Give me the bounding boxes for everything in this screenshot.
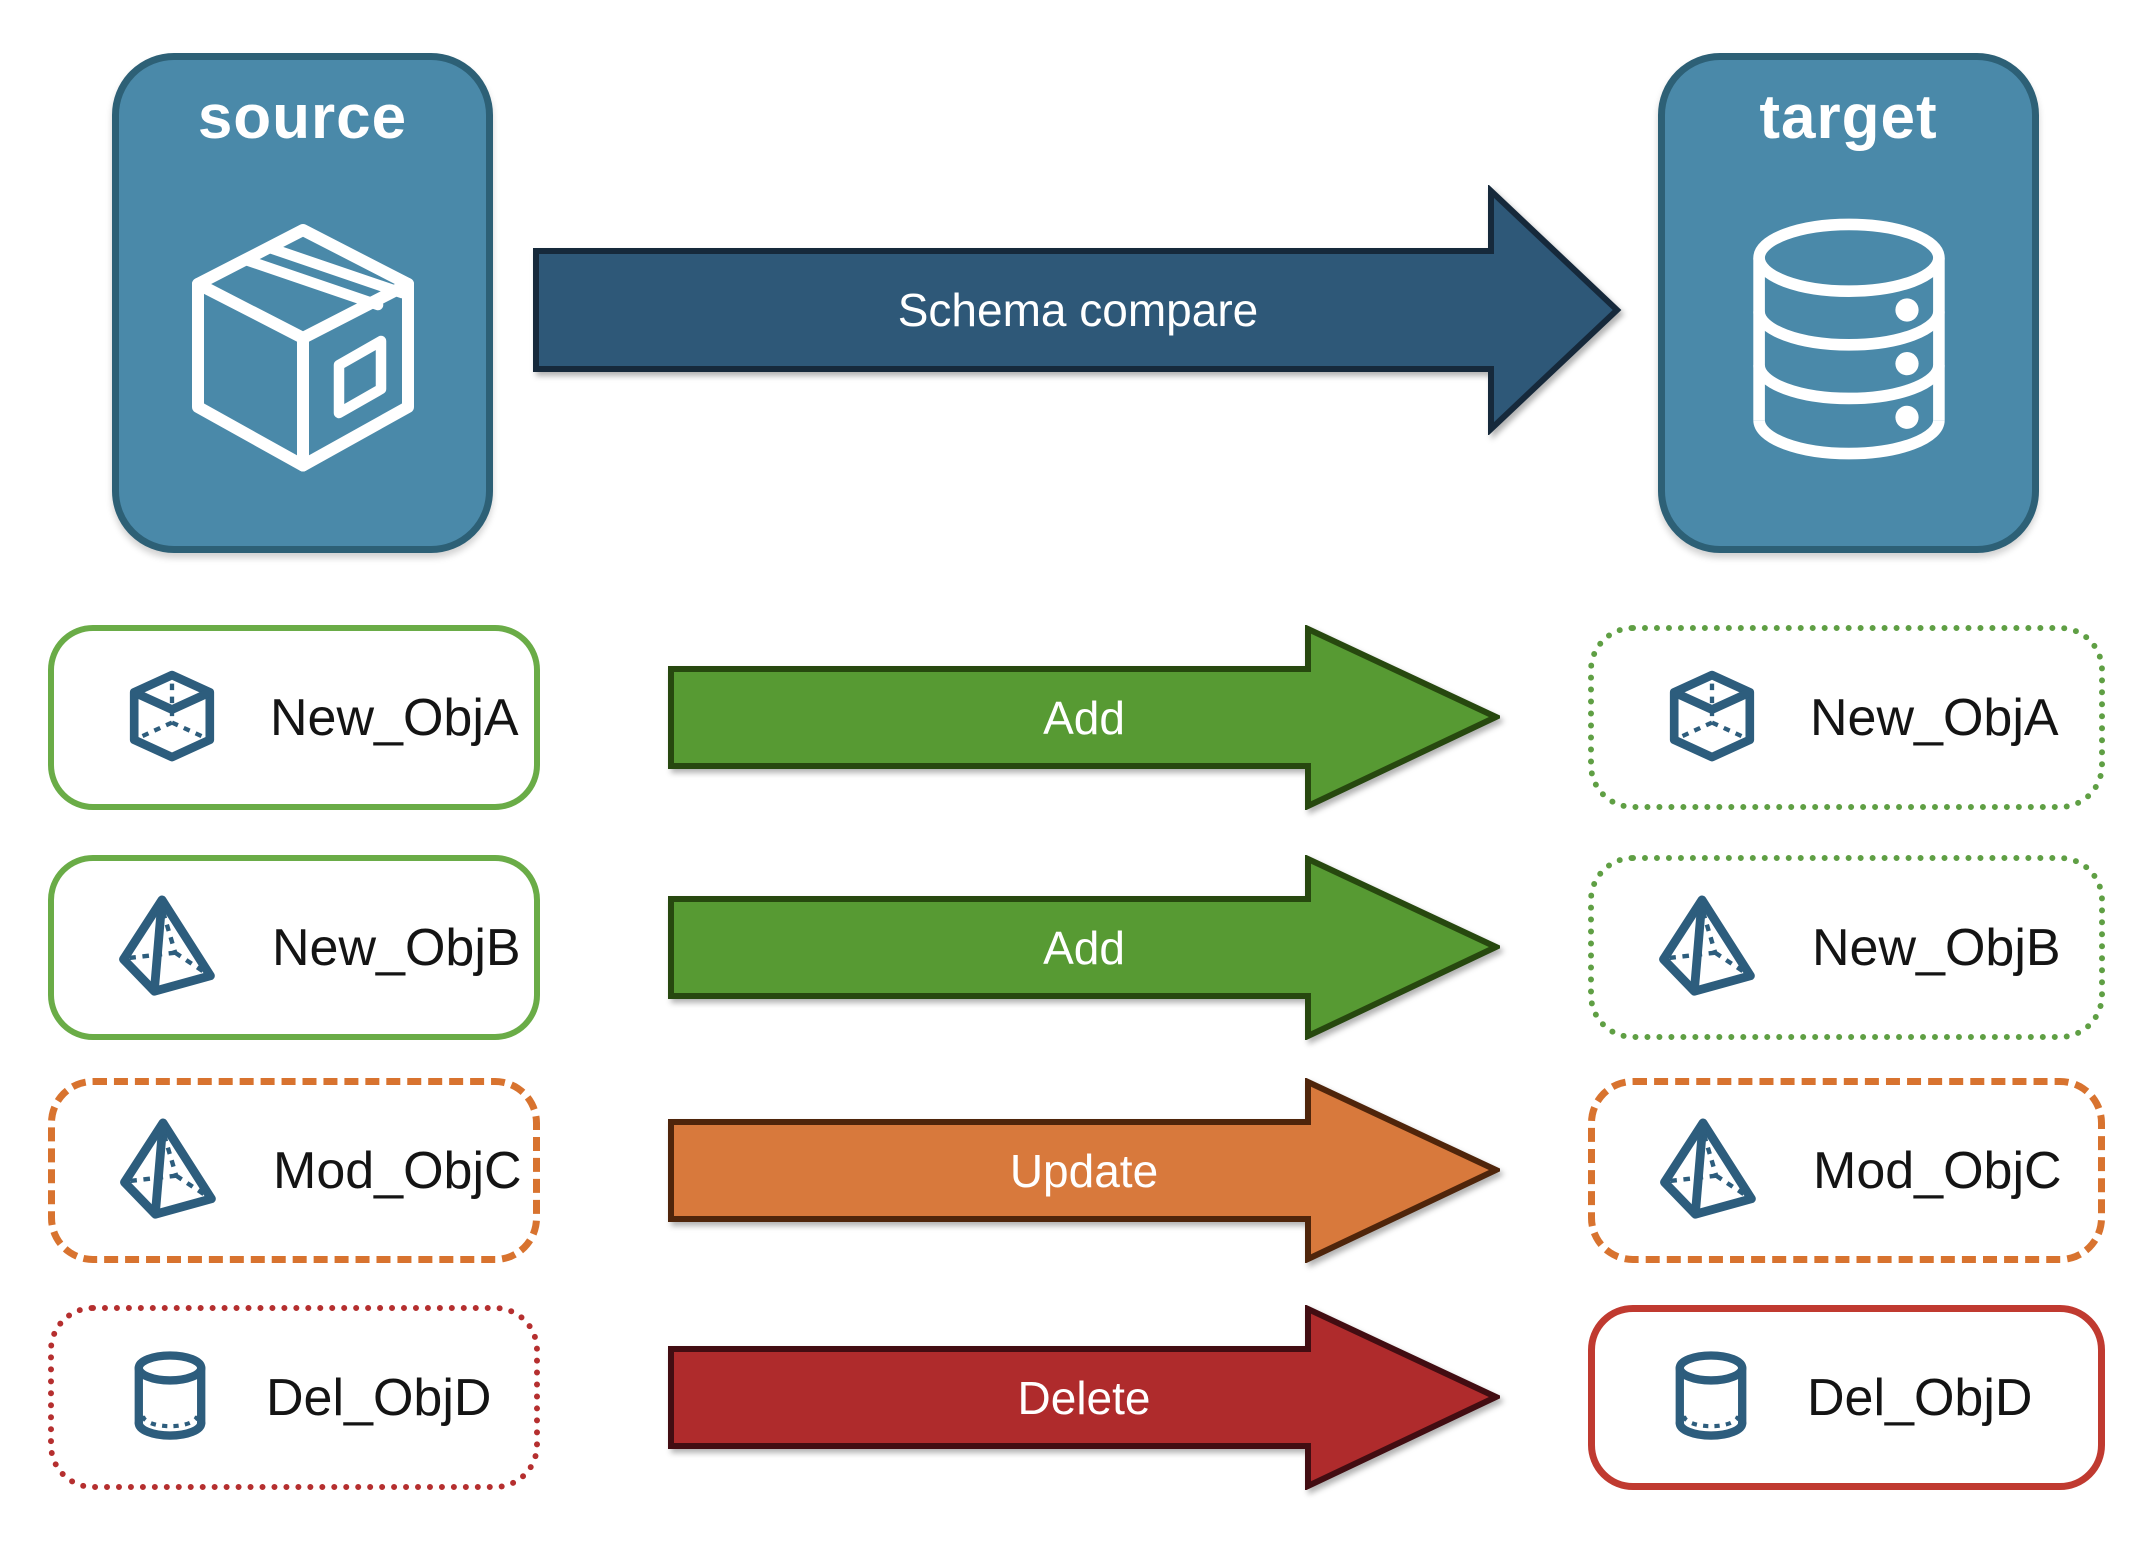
pyramid-icon [119,1113,229,1228]
object-label: New_ObjB [1812,918,2061,977]
object-label: Mod_ObjC [273,1141,522,1200]
target-object-box-mod-objc: Mod_ObjC [1588,1078,2105,1263]
package-icon [153,194,453,499]
delete-arrow: Delete [668,1305,1500,1490]
action-arrow-label: Delete [1017,1371,1151,1424]
object-label: Mod_ObjC [1813,1141,2062,1200]
database-icon [1704,194,1994,489]
add-arrow-row2: Add [668,855,1500,1040]
object-label: New_ObjA [270,688,519,747]
target-panel-title: target [1759,83,1938,152]
source-object-box-new-objb: New_ObjB [48,855,540,1040]
schema-compare-arrow-label: Schema compare [897,284,1259,336]
pyramid-icon [1658,890,1768,1005]
object-label: New_ObjB [272,918,521,977]
object-label: Del_ObjD [266,1368,492,1427]
object-label: New_ObjA [1810,688,2059,747]
action-arrow-label: Add [1043,921,1125,974]
source-object-box-del-objd: Del_ObjD [48,1305,540,1490]
cube-icon [118,661,226,774]
pyramid-icon [1659,1113,1769,1228]
source-object-box-mod-objc: Mod_ObjC [48,1078,540,1263]
source-panel: source [112,53,493,553]
target-object-box-new-objb: New_ObjB [1588,855,2105,1040]
action-arrow-label: Update [1009,1144,1159,1197]
cube-icon [1658,661,1766,774]
target-panel: target [1658,53,2039,553]
source-panel-title: source [197,83,408,152]
schema-compare-arrow: Schema compare [533,185,1623,435]
cylinder-icon [118,1343,222,1452]
action-arrow-label: Add [1043,691,1125,744]
target-object-box-new-obja: New_ObjA [1588,625,2105,810]
pyramid-icon [118,890,228,1005]
source-object-box-new-obja: New_ObjA [48,625,540,810]
target-object-box-del-objd: Del_ObjD [1588,1305,2105,1490]
cylinder-icon [1659,1343,1763,1452]
update-arrow: Update [668,1078,1500,1263]
add-arrow-row1: Add [668,625,1500,810]
object-label: Del_ObjD [1807,1368,2033,1427]
